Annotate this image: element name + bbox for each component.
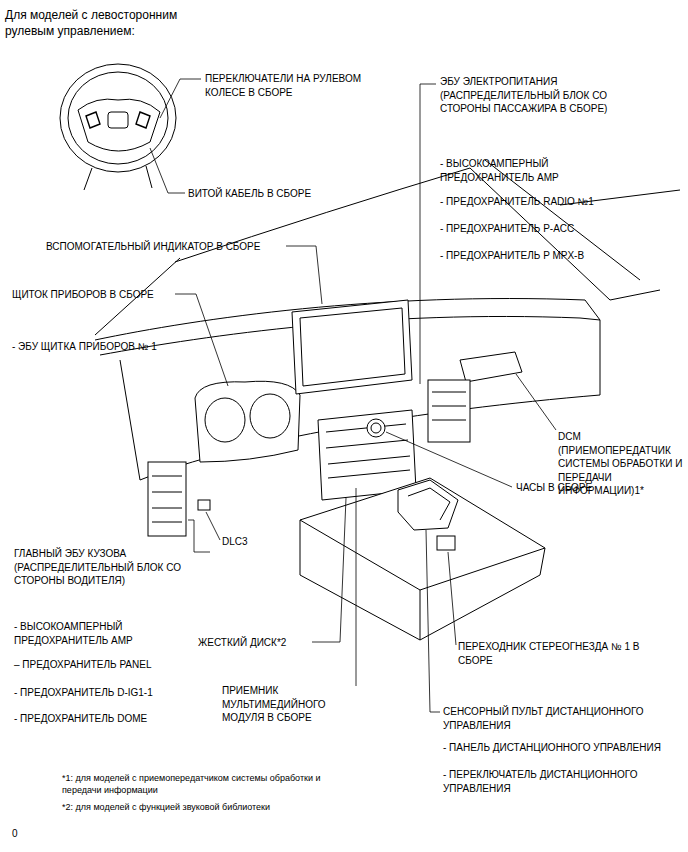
part-label: ВСПОМОГАТЕЛЬНЫЙ ИНДИКАТОР В СБОРЕ <box>46 240 286 254</box>
fuse-label: - ПРЕДОХРАНИТЕЛЬ DOME <box>14 712 204 726</box>
part-label: DLC3 <box>222 535 282 549</box>
fuse-label: - ВЫСОКОАМПЕРНЫЙ ПРЕДОХРАНИТЕЛЬ AMP <box>14 620 204 647</box>
sub-part-label: - ПАНЕЛЬ ДИСТАНЦИОННОГО УПРАВЛЕНИЯ <box>443 741 683 755</box>
fuse-label: - ПРЕДОХРАНИТЕЛЬ D-IG1-1 <box>14 686 204 700</box>
footnote: *2: для моделей с функцией звуковой библ… <box>62 801 347 813</box>
page-number: 0 <box>12 827 42 841</box>
fuse-label: – ПРЕДОХРАНИТЕЛЬ PANEL <box>14 658 204 672</box>
part-label: ПЕРЕХОДНИК СТЕРЕОГНЕЗДА № 1 В СБОРЕ <box>458 640 658 667</box>
fuse-label: - ПРЕДОХРАНИТЕЛЬ P-ACC <box>440 222 640 236</box>
sub-part-label: - ПЕРЕКЛЮЧАТЕЛЬ ДИСТАНЦИОННОГО УПРАВЛЕНИ… <box>443 768 683 795</box>
part-label: ЖЕСТКИЙ ДИСК*2 <box>198 636 318 650</box>
part-label: ЧАСЫ В СБОРЕ <box>516 481 676 495</box>
part-label: ВИТОЙ КАБЕЛЬ В СБОРЕ <box>188 187 348 201</box>
part-label: СЕНСОРНЫЙ ПУЛЬТ ДИСТАНЦИОННОГО УПРАВЛЕНИ… <box>443 705 683 732</box>
part-label: ЭБУ ЭЛЕКТРОПИТАНИЯ (РАСПРЕДЕЛИТЕЛЬНЫЙ БЛ… <box>440 75 655 116</box>
part-label: ПРИЕМНИК МУЛЬТИМЕДИЙНОГО МОДУЛЯ В СБОРЕ <box>222 684 362 725</box>
diagram-title: Для моделей с левосторонним рулевым упра… <box>5 8 215 39</box>
footnote: *1: для моделей с приемопередатчиком сис… <box>62 772 347 796</box>
fuse-label: - ПРЕДОХРАНИТЕЛЬ P MPX-B <box>440 249 640 263</box>
fuse-label: - ВЫСОКОАМПЕРНЫЙ ПРЕДОХРАНИТЕЛЬ AMP <box>440 157 620 184</box>
part-label: ПЕРЕКЛЮЧАТЕЛИ НА РУЛЕВОМ КОЛЕСЕ В СБОРЕ <box>205 72 375 99</box>
part-label: ЩИТОК ПРИБОРОВ В СБОРЕ <box>12 288 177 302</box>
part-label: ГЛАВНЫЙ ЭБУ КУЗОВА (РАСПРЕДЕЛИТЕЛЬНЫЙ БЛ… <box>14 547 214 588</box>
sub-part-label: - ЭБУ ЩИТКА ПРИБОРОВ № 1 <box>12 340 212 354</box>
fuse-label: - ПРЕДОХРАНИТЕЛЬ RADIO №1 <box>440 195 640 209</box>
